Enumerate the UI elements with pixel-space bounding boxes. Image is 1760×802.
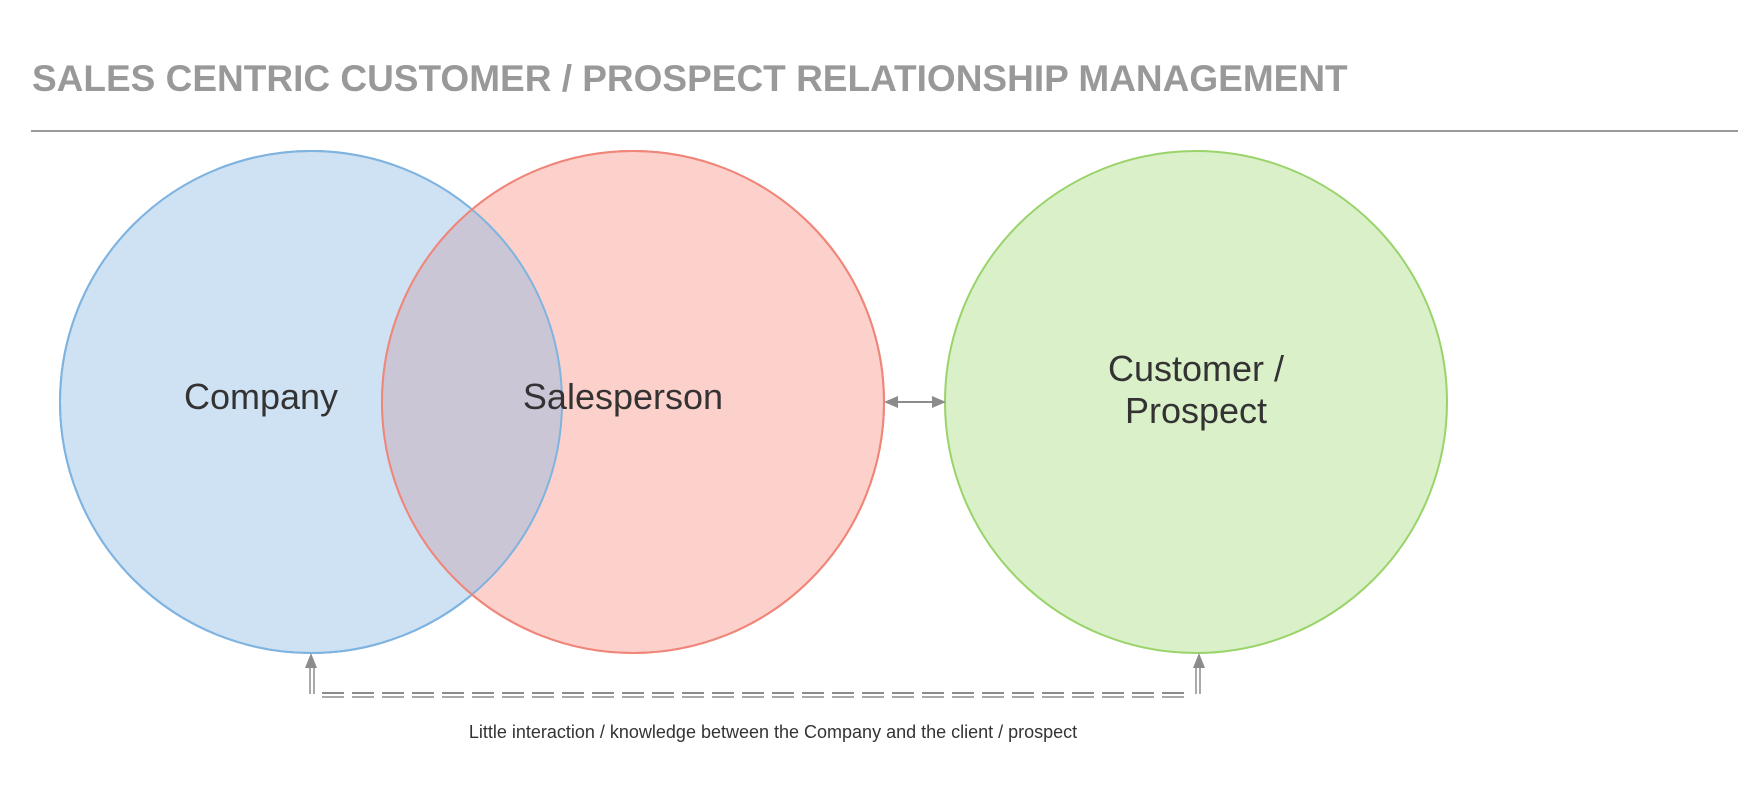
- company-customer-weak-connector: [305, 653, 1205, 698]
- arrowhead-up-customer-icon: [1193, 653, 1205, 668]
- arrowhead-left-icon: [884, 396, 898, 408]
- arrowhead-right-icon: [932, 396, 946, 408]
- customer-prospect-label-line2: Prospect: [1125, 390, 1267, 431]
- company-salesperson-overlap: [382, 151, 562, 653]
- connector-caption: Little interaction / knowledge between t…: [469, 722, 1077, 742]
- customer-prospect-label-line1: Customer /: [1108, 348, 1284, 389]
- salesperson-customer-arrow: [884, 396, 946, 408]
- arrowhead-up-company-icon: [305, 653, 317, 668]
- title-divider: [31, 130, 1738, 132]
- page-title: SALES CENTRIC CUSTOMER / PROSPECT RELATI…: [32, 58, 1348, 99]
- salesperson-label: Salesperson: [523, 376, 723, 417]
- company-label: Company: [184, 376, 338, 417]
